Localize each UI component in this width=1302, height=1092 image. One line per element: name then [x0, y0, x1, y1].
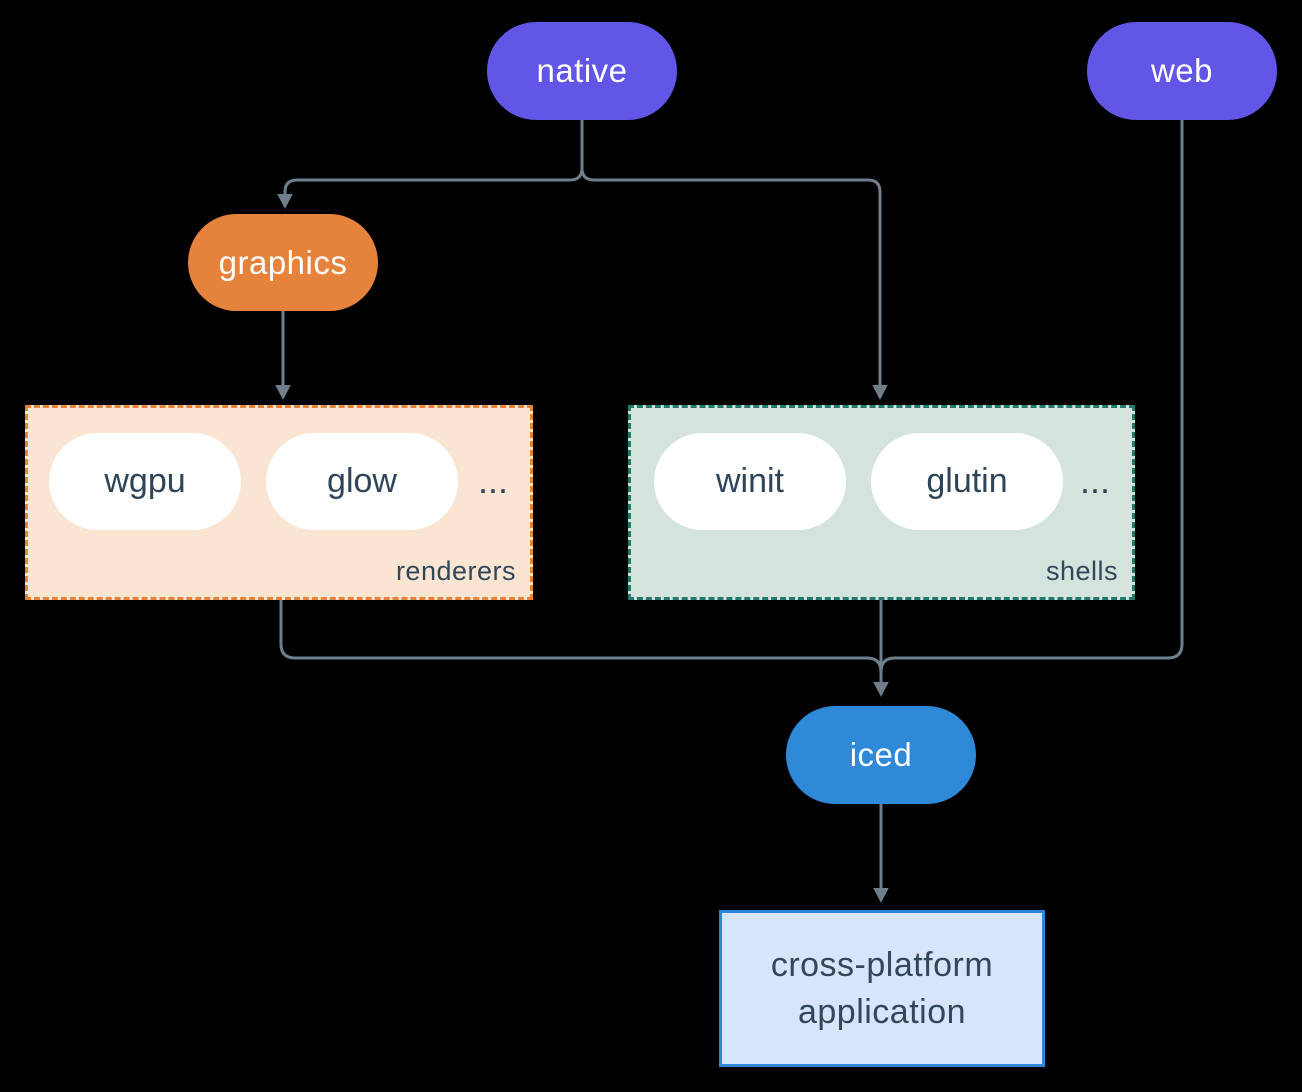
edge-native-to-shells — [580, 120, 888, 400]
shells-ellipsis: ... — [1079, 460, 1110, 501]
shells-group-label: shells — [1045, 556, 1118, 586]
node-glow-label: glow — [327, 462, 397, 500]
application-label-line1: cross-platform — [770, 945, 994, 984]
edge-renderers-to-merge — [279, 600, 883, 673]
node-glow: glow — [266, 433, 458, 530]
edge-web-to-merge — [879, 120, 1184, 673]
node-wgpu: wgpu — [49, 433, 241, 530]
node-wgpu-label: wgpu — [104, 462, 186, 500]
node-winit: winit — [654, 433, 846, 530]
node-graphics-label: graphics — [218, 243, 348, 281]
node-graphics: graphics — [188, 214, 378, 311]
edge-native-to-graphics — [277, 120, 584, 209]
renderers-group-label: renderers — [395, 556, 516, 586]
node-iced: iced — [786, 706, 976, 804]
application-label-line2: application — [797, 992, 967, 1031]
node-cross-platform-application: cross-platform application — [719, 910, 1045, 1067]
node-glutin-label: glutin — [926, 462, 1008, 500]
node-native: native — [487, 22, 677, 120]
node-native-label: native — [536, 52, 628, 89]
renderers-ellipsis: ... — [477, 460, 508, 501]
node-web: web — [1087, 22, 1277, 120]
group-renderers: wgpu glow ... renderers — [25, 405, 533, 600]
node-iced-label: iced — [849, 736, 913, 773]
group-shells: winit glutin ... shells — [628, 405, 1135, 600]
node-winit-label: winit — [715, 462, 785, 500]
node-glutin: glutin — [871, 433, 1063, 530]
node-web-label: web — [1150, 52, 1214, 89]
